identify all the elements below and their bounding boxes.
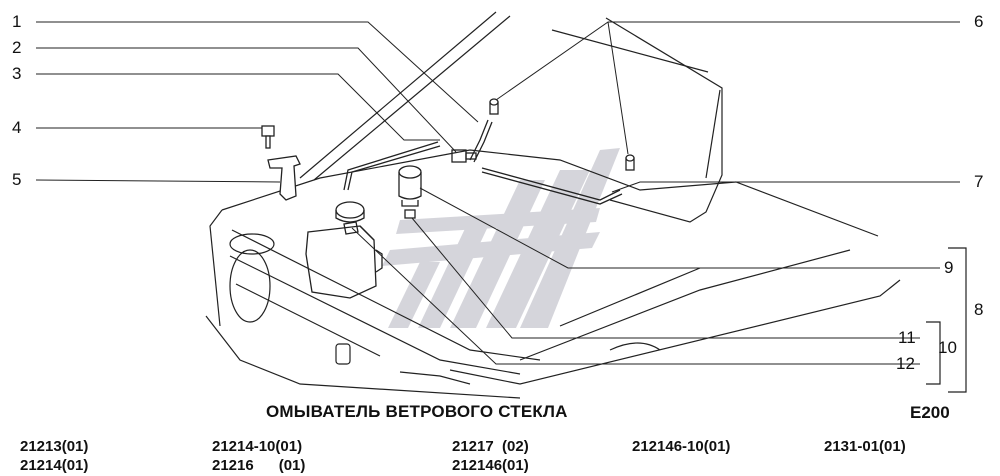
washer-reservoir bbox=[305, 201, 383, 299]
callout-10: 10 bbox=[938, 338, 957, 357]
callout-6: 6 bbox=[974, 12, 984, 31]
hoses bbox=[343, 119, 623, 205]
callout-8: 8 bbox=[974, 300, 984, 319]
clip bbox=[261, 125, 275, 149]
model-code: 212146-10(01) bbox=[632, 438, 731, 455]
callout-3: 3 bbox=[12, 64, 22, 83]
diagram-title: ОМЫВАТЕЛЬ ВЕТРОВОГО СТЕКЛА bbox=[266, 402, 568, 421]
nozzles bbox=[489, 98, 635, 171]
callout-5: 5 bbox=[12, 170, 22, 189]
model-code: 21214-10(01) bbox=[212, 438, 303, 455]
diagram-code: E200 bbox=[910, 403, 950, 422]
model-code: 21216 (01) bbox=[212, 457, 306, 474]
model-code: 21213(01) bbox=[20, 438, 89, 455]
tee-connector bbox=[451, 149, 477, 163]
callout-4: 4 bbox=[12, 118, 22, 137]
callout-12: 12 bbox=[896, 354, 915, 373]
model-code: 21214(01) bbox=[20, 457, 89, 474]
model-code: 2131-01(01) bbox=[824, 438, 906, 455]
parts-diagram bbox=[35, 11, 967, 399]
callout-9: 9 bbox=[944, 258, 954, 277]
model-code: 212146(01) bbox=[452, 457, 529, 474]
leader-lines bbox=[35, 21, 960, 365]
bracket bbox=[267, 155, 301, 201]
callout-1: 1 bbox=[12, 12, 22, 31]
watermark-logo bbox=[382, 148, 620, 328]
callout-7: 7 bbox=[974, 172, 984, 191]
model-code: 21217 (02) bbox=[452, 438, 529, 455]
washer-pump bbox=[398, 165, 422, 219]
callout-2: 2 bbox=[12, 38, 22, 57]
callout-11: 11 bbox=[898, 328, 916, 347]
group-brackets bbox=[926, 247, 967, 393]
